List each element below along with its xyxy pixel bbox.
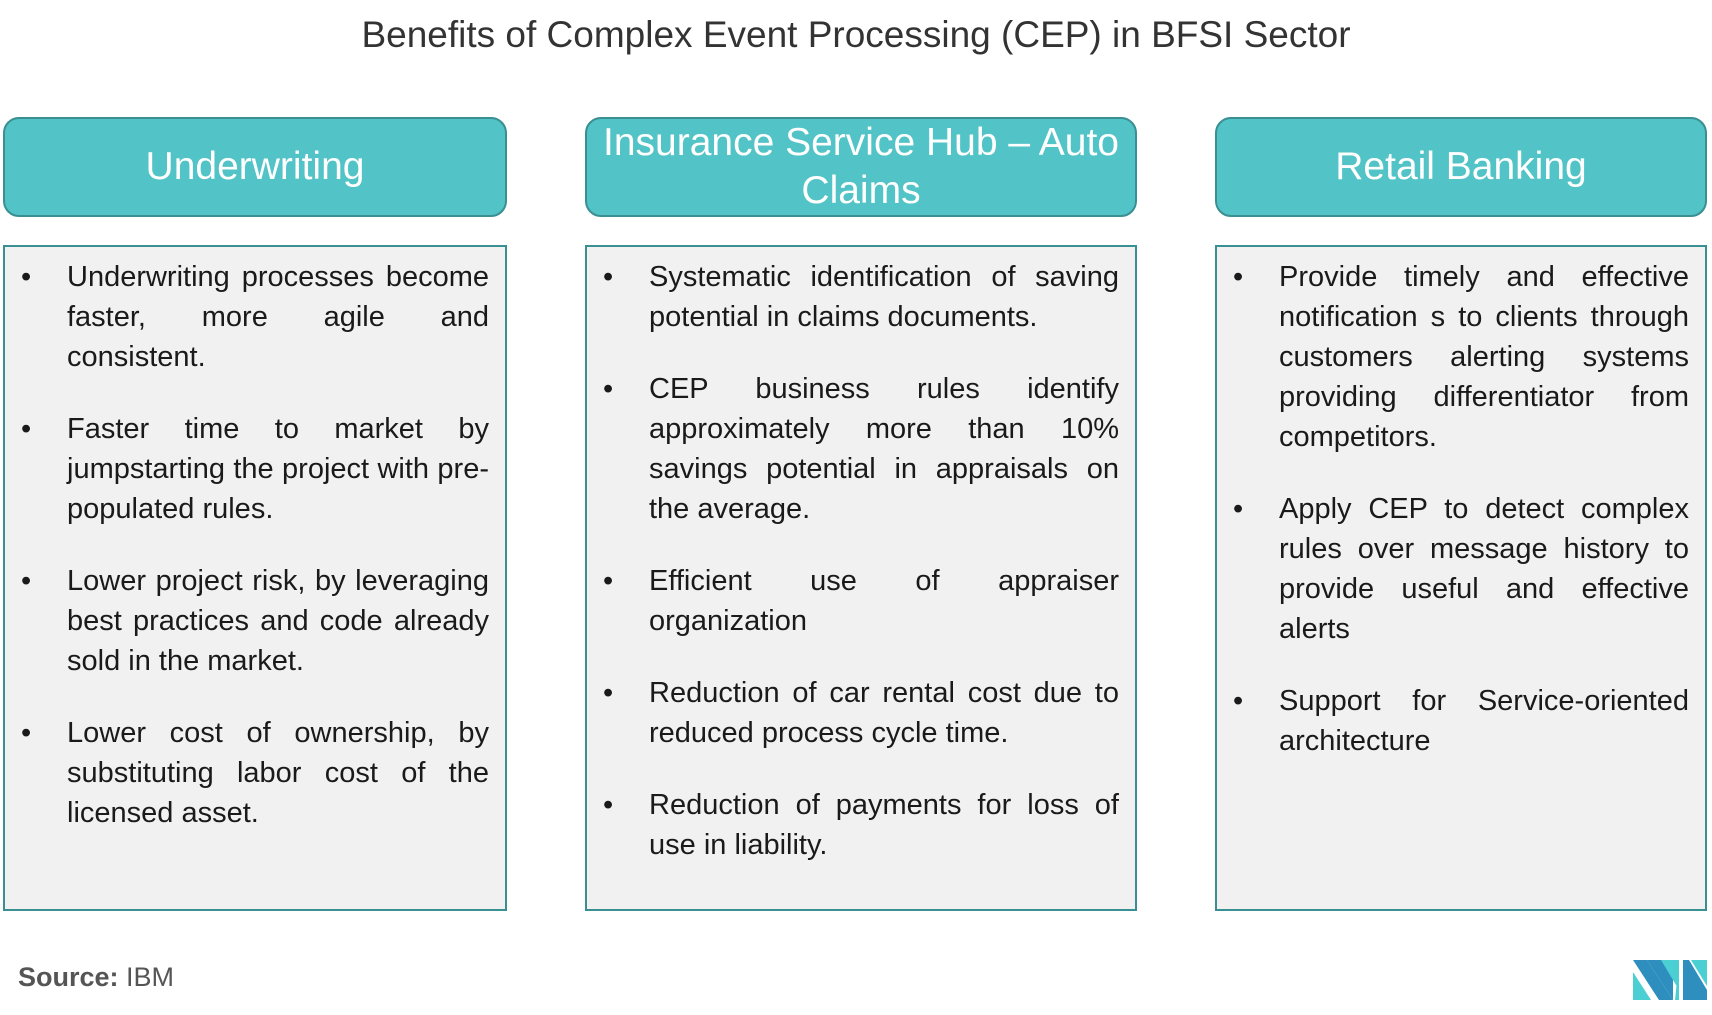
bullet-icon: • [1233,493,1244,525]
bullet-item: • Lower project risk, by leveraging best … [21,561,489,681]
bullet-icon: • [603,677,614,709]
bullet-text: Support for Service-oriented architectur… [1279,685,1689,757]
bullet-item: • Systematic identification of saving pot… [603,257,1119,337]
column-heading-underwriting: Underwriting [3,117,507,217]
bullet-icon: • [603,373,614,405]
brand-logo-icon [1633,960,1707,1005]
bullet-text: Lower cost of ownership, by substituting… [67,717,489,829]
column-body-retail-banking: • Provide timely and effective notificati… [1215,245,1707,911]
column-heading-insurance: Insurance Service Hub – Auto Claims [585,117,1137,217]
bullet-item: • Faster time to market by jumpstarting t… [21,409,489,529]
bullet-icon: • [603,565,614,597]
bullet-icon: • [21,413,32,445]
bullet-icon: • [21,717,32,749]
page-title: Benefits of Complex Event Processing (CE… [361,14,1351,55]
bullet-icon: • [21,261,32,293]
bullet-text: Underwriting processes become faster, mo… [67,261,489,373]
bullet-item: • CEP business rules identify approximate… [603,369,1119,529]
bullet-text: Provide timely and effective notificatio… [1279,261,1689,453]
bullet-icon: • [1233,261,1244,293]
source-label: Source: [18,962,119,992]
bullet-item: • Apply CEP to detect complex rules over … [1233,489,1689,649]
bullet-text: CEP business rules identify approximatel… [649,373,1119,525]
bullet-icon: • [603,789,614,821]
column-body-underwriting: • Underwriting processes become faster, m… [3,245,507,911]
bullet-text: Apply CEP to detect complex rules over m… [1279,493,1689,645]
source-value: IBM [126,962,175,992]
bullet-item: • Provide timely and effective notificati… [1233,257,1689,457]
bullet-text: Systematic identification of saving pote… [649,261,1119,333]
bullet-text: Reduction of car rental cost due to redu… [649,677,1119,749]
bullet-text: Lower project risk, by leveraging best p… [67,565,489,677]
bullet-item: • Efficient use of appraiser organization [603,561,1119,641]
bullet-item: • Underwriting processes become faster, m… [21,257,489,377]
bullet-text: Reduction of payments for loss of use in… [649,789,1119,861]
bullet-item: • Reduction of car rental cost due to red… [603,673,1119,753]
bullet-item: • Lower cost of ownership, by substitutin… [21,713,489,833]
column-body-insurance: • Systematic identification of saving pot… [585,245,1137,911]
bullet-icon: • [603,261,614,293]
source-note: Source: IBM [18,962,174,993]
bullet-item: • Reduction of payments for loss of use i… [603,785,1119,865]
column-heading-retail-banking: Retail Banking [1215,117,1707,217]
bullet-item: • Support for Service-oriented architectu… [1233,681,1689,761]
bullet-icon: • [1233,685,1244,717]
bullet-text: Efficient use of appraiser organization [649,565,1119,637]
bullet-text: Faster time to market by jumpstarting th… [67,413,489,525]
bullet-icon: • [21,565,32,597]
